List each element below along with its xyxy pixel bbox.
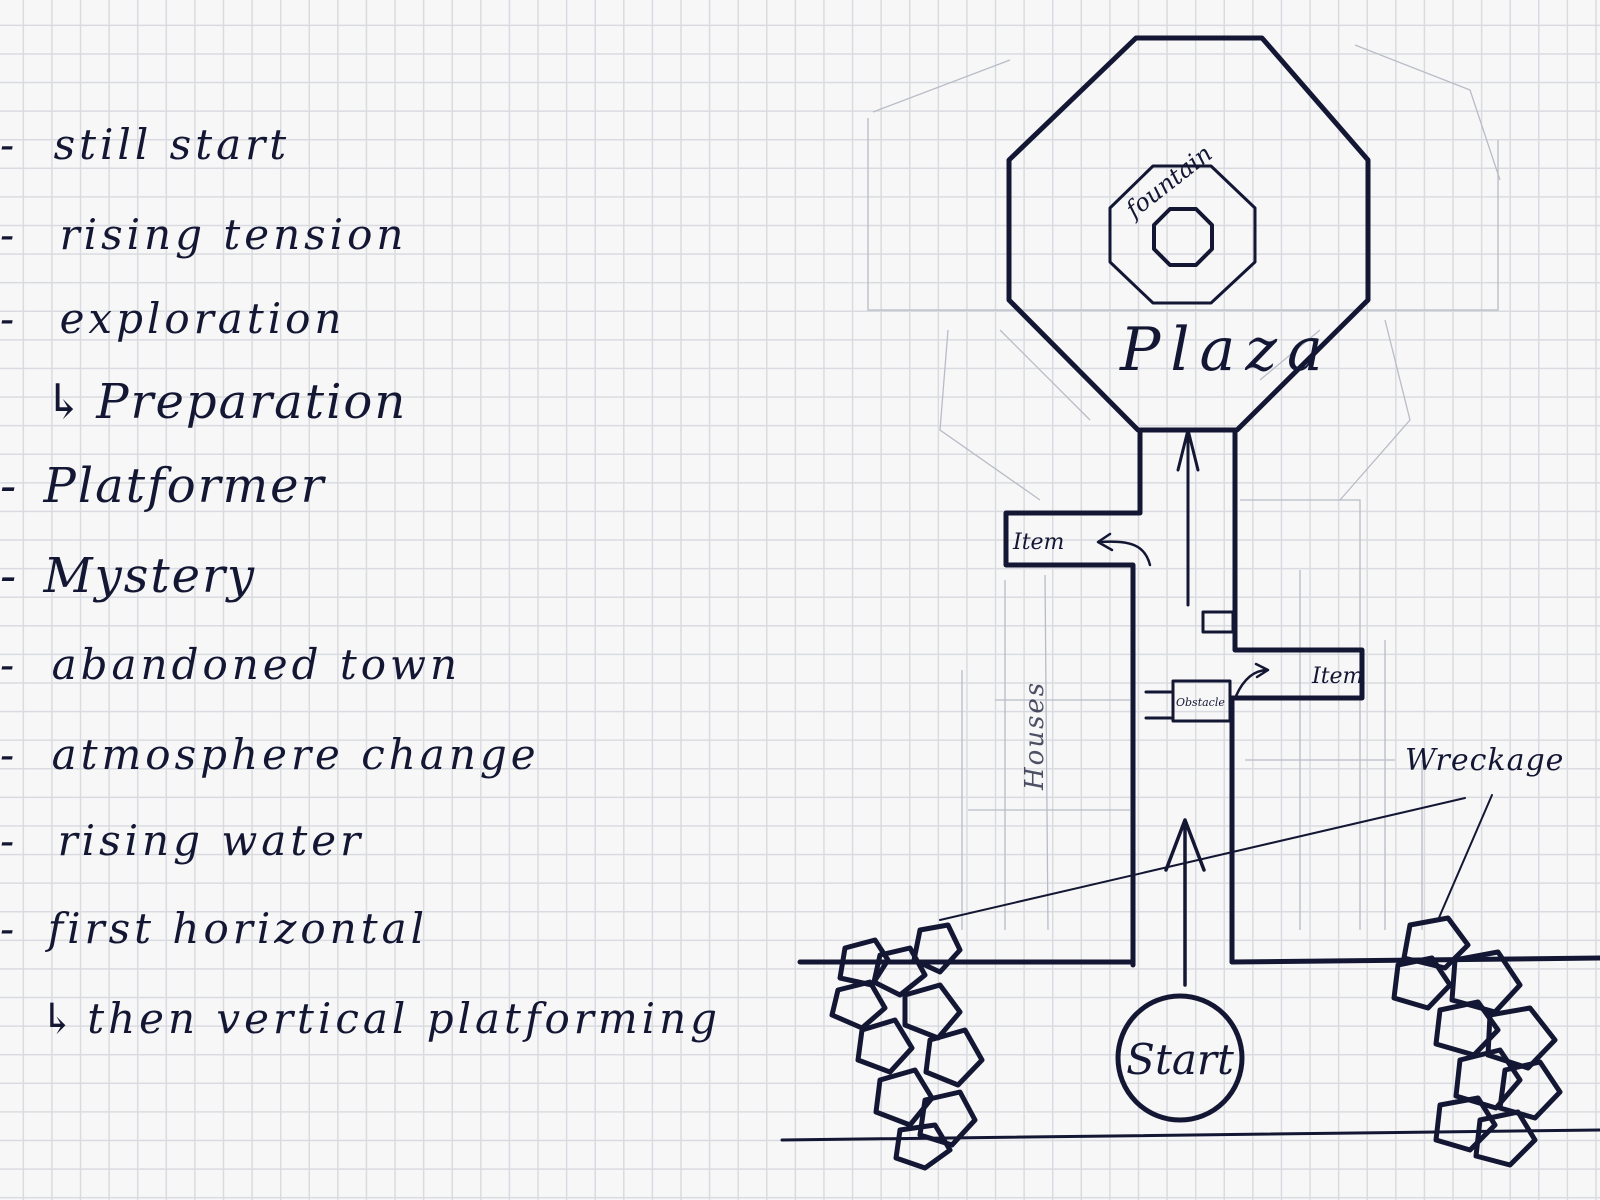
obstacle-wall-stub: [1146, 692, 1173, 718]
arrow-up-upper-icon: [1178, 430, 1198, 605]
wreckage-pointers: [940, 795, 1492, 920]
fountain-inner: [1154, 209, 1212, 265]
wreckage-rubble-right: [1394, 918, 1560, 1165]
arrow-to-left-item-icon: [1098, 534, 1150, 565]
item-left-label: Item: [1012, 530, 1064, 555]
houses-label: Houses: [1020, 681, 1050, 791]
arrow-to-right-item-icon: [1236, 664, 1268, 696]
small-ledge: [1203, 612, 1233, 632]
item-right-label: Item: [1311, 664, 1363, 689]
wreckage-label: Wreckage: [1405, 743, 1564, 778]
arrow-up-lower-icon: [1166, 820, 1204, 985]
start-label: Start: [1126, 1035, 1234, 1084]
plaza-label: Plaza: [1119, 315, 1333, 385]
obstacle-label: Obstacle: [1176, 696, 1225, 709]
